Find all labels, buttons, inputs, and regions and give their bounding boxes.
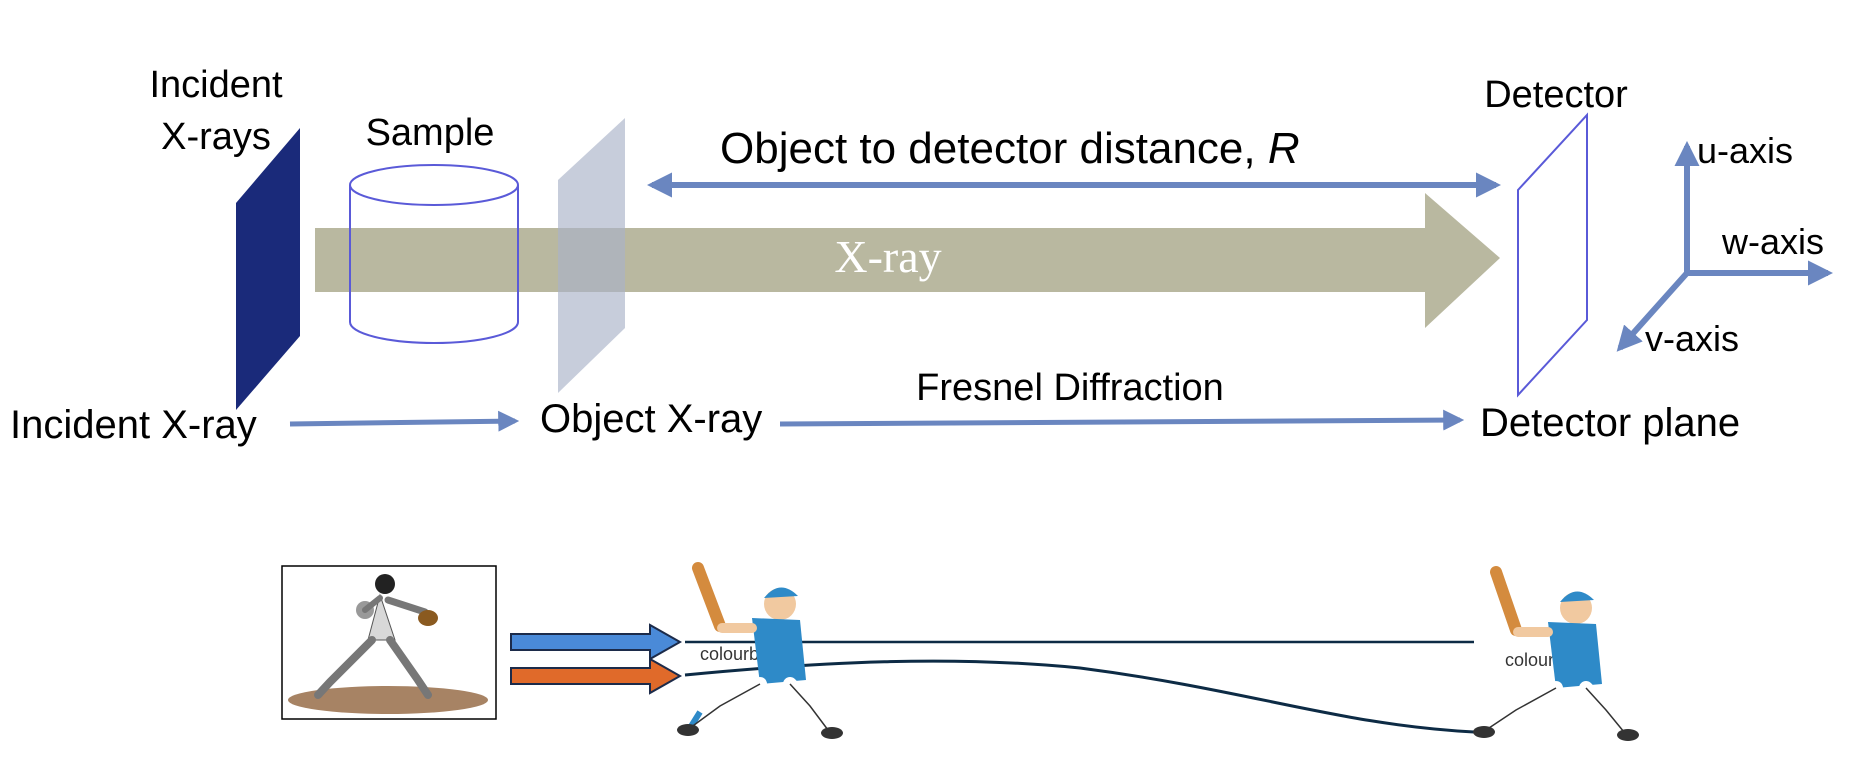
object-plate xyxy=(558,118,625,393)
orange-ball-arrow xyxy=(510,657,683,695)
batter-left-illustration xyxy=(677,562,843,739)
sample-cylinder xyxy=(349,164,519,344)
incident-xrays-label-line1: Incident xyxy=(149,64,283,106)
xray-beam-label: X-ray xyxy=(834,231,941,282)
distance-symbol: R xyxy=(1268,124,1300,173)
incident-xrays-label-line2: X-rays xyxy=(161,116,271,158)
incident-plate xyxy=(236,128,300,410)
pitcher-illustration xyxy=(281,565,497,720)
u-axis-label: u-axis xyxy=(1697,130,1793,171)
w-axis-label: w-axis xyxy=(1721,221,1824,262)
fresnel-arrow xyxy=(779,409,1465,431)
xray-beam-arrow xyxy=(315,193,1500,328)
sample-label: Sample xyxy=(366,112,495,154)
fresnel-label: Fresnel Diffraction xyxy=(916,367,1224,409)
batter-right-illustration xyxy=(1473,566,1639,741)
incident-to-object-arrow xyxy=(289,410,520,432)
incident-xray-label: Incident X-ray xyxy=(10,403,257,447)
v-axis-label: v-axis xyxy=(1645,318,1739,359)
detector-label: Detector xyxy=(1484,74,1628,116)
curved-trajectory xyxy=(684,659,1475,734)
object-xray-label: Object X-ray xyxy=(540,397,762,441)
distance-label: Object to detector distance, R xyxy=(720,124,1300,173)
distance-label-text: Object to detector distance, xyxy=(720,124,1268,173)
detector-plane-label: Detector plane xyxy=(1480,401,1740,445)
detector-plate xyxy=(1517,112,1588,398)
blue-ball-arrow xyxy=(510,623,683,661)
coordinate-axes xyxy=(1616,140,1834,352)
